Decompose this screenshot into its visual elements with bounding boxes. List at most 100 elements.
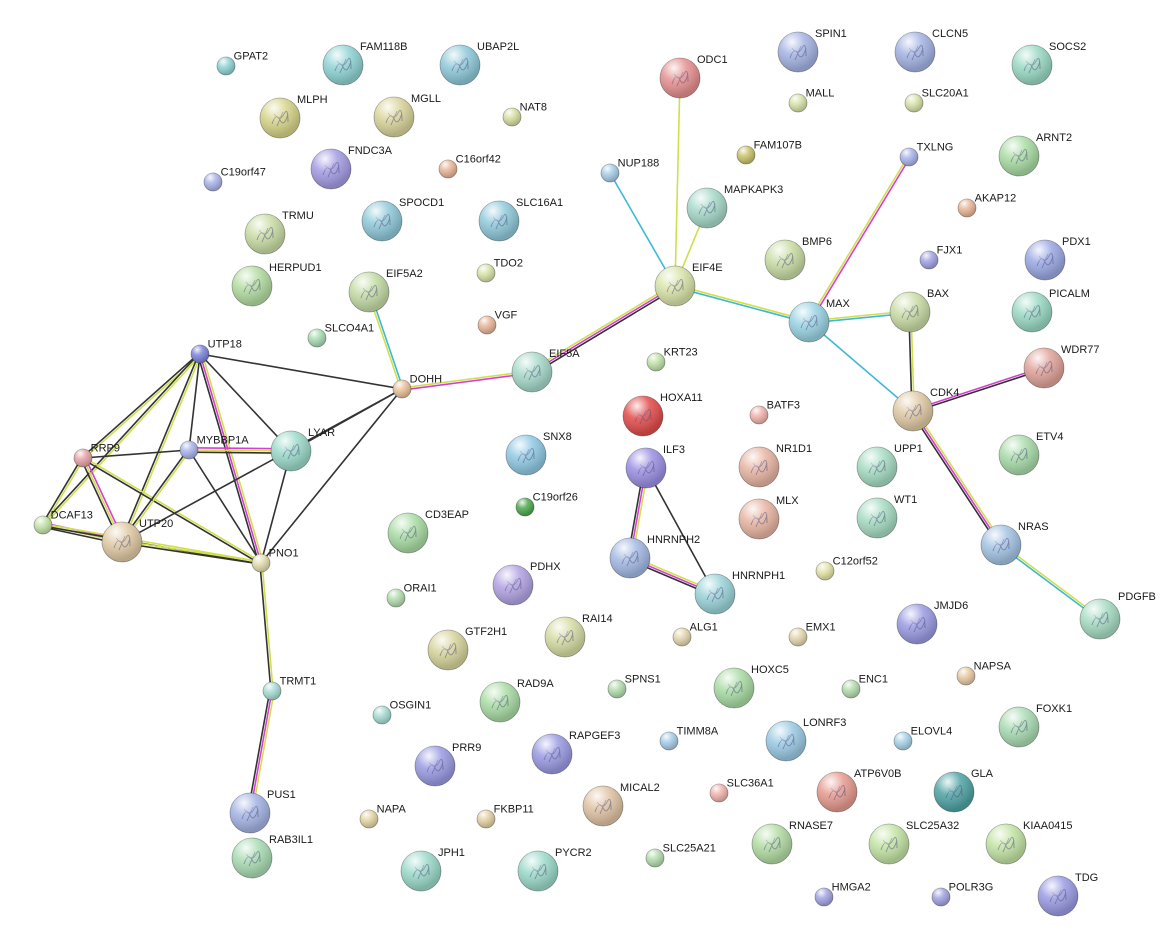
node-utp20[interactable]: UTP20	[101, 518, 173, 563]
node-fjx1[interactable]: FJX1	[919, 244, 962, 270]
node-foxk1[interactable]: FOXK1	[998, 703, 1072, 748]
node-napa[interactable]: NAPA	[359, 803, 406, 829]
node-prr9[interactable]: PRR9	[414, 742, 481, 787]
node-dohh[interactable]: DOHH	[392, 373, 442, 399]
node-cd3eap[interactable]: CD3EAP	[387, 509, 469, 554]
node-vgf[interactable]: VGF	[477, 309, 518, 335]
node-lyar[interactable]: LYAR	[270, 427, 335, 472]
node-rai14[interactable]: RAI14	[544, 613, 613, 658]
node-max[interactable]: MAX	[788, 298, 851, 343]
node-fndc3a[interactable]: FNDC3A	[310, 145, 393, 190]
node-batf3[interactable]: BATF3	[749, 399, 800, 425]
node-socs2[interactable]: SOCS2	[1011, 41, 1086, 86]
node-odc1[interactable]: ODC1	[659, 54, 728, 99]
node-gpat2[interactable]: GPAT2	[216, 50, 268, 76]
node-eif5a2[interactable]: EIF5A2	[348, 268, 423, 313]
node-emx1[interactable]: EMX1	[788, 621, 836, 647]
node-c12orf52[interactable]: C12orf52	[815, 555, 878, 581]
node-hnrnph2[interactable]: HNRNPH2	[609, 534, 700, 579]
node-slco4a1[interactable]: SLCO4A1	[307, 322, 374, 348]
node-rab3il1[interactable]: RAB3IL1	[231, 834, 313, 879]
node-timm8a[interactable]: TIMM8A	[659, 725, 719, 751]
node-txlng[interactable]: TXLNG	[899, 141, 953, 167]
node-bax[interactable]: BAX	[889, 288, 950, 333]
node-ubap2l[interactable]: UBAP2L	[439, 41, 519, 86]
node-rapgef3[interactable]: RAPGEF3	[531, 730, 620, 775]
node-hoxa11[interactable]: HOXA11	[622, 392, 703, 437]
node-jmjd6[interactable]: JMJD6	[896, 600, 968, 645]
node-pdx1[interactable]: PDX1	[1024, 236, 1091, 281]
node-kiaa0415[interactable]: KIAA0415	[985, 820, 1073, 865]
node-nup188[interactable]: NUP188	[600, 157, 659, 183]
node-ilf3[interactable]: ILF3	[625, 444, 685, 489]
node-nr1d1[interactable]: NR1D1	[738, 443, 812, 488]
node-herpud1[interactable]: HERPUD1	[231, 262, 322, 307]
node-tdg[interactable]: TDG	[1037, 872, 1098, 917]
node-picalm[interactable]: PICALM	[1011, 288, 1090, 333]
node-enc1[interactable]: ENC1	[841, 673, 888, 699]
node-slc36a1[interactable]: SLC36A1	[709, 777, 774, 803]
node-c19orf47[interactable]: C19orf47	[203, 166, 266, 192]
node-eif5a[interactable]: EIF5A	[511, 348, 580, 393]
node-nat8[interactable]: NAT8	[502, 101, 547, 127]
node-slc16a1[interactable]: SLC16A1	[478, 197, 563, 242]
node-upp1[interactable]: UPP1	[856, 443, 923, 488]
node-pus1[interactable]: PUS1	[229, 789, 296, 834]
node-wdr77[interactable]: WDR77	[1023, 344, 1100, 389]
node-hmga2[interactable]: HMGA2	[814, 881, 871, 907]
node-osgin1[interactable]: OSGIN1	[372, 699, 431, 725]
node-slc25a32[interactable]: SLC25A32	[868, 820, 959, 865]
node-orai1[interactable]: ORAI1	[386, 582, 437, 608]
node-alg1[interactable]: ALG1	[672, 621, 718, 647]
node-etv4[interactable]: ETV4	[998, 431, 1064, 476]
node-mical2[interactable]: MICAL2	[582, 782, 660, 827]
node-mapkapk3[interactable]: MAPKAPK3	[686, 184, 783, 229]
node-hoxc5[interactable]: HOXC5	[713, 664, 789, 709]
node-pdgfb[interactable]: PDGFB	[1079, 591, 1156, 640]
node-atp6v0b[interactable]: ATP6V0B	[816, 768, 902, 813]
node-jph1[interactable]: JPH1	[400, 847, 465, 892]
node-dcaf13[interactable]: DCAF13	[33, 509, 93, 535]
node-spns1[interactable]: SPNS1	[607, 673, 661, 699]
node-trmt1[interactable]: TRMT1	[262, 675, 316, 701]
node-bmp6[interactable]: BMP6	[764, 236, 832, 281]
node-snx8[interactable]: SNX8	[505, 431, 572, 476]
node-spocd1[interactable]: SPOCD1	[361, 197, 444, 242]
node-napsa[interactable]: NAPSA	[956, 660, 1012, 686]
node-clcn5[interactable]: CLCN5	[894, 28, 968, 73]
node-akap12[interactable]: AKAP12	[957, 192, 1016, 218]
node-hnrnph1[interactable]: HNRNPH1	[694, 570, 785, 615]
node-pno1[interactable]: PNO1	[251, 547, 299, 573]
node-arnt2[interactable]: ARNT2	[998, 132, 1072, 177]
node-wt1[interactable]: WT1	[856, 494, 917, 539]
node-eif4e[interactable]: EIF4E	[654, 262, 723, 307]
node-gtf2h1[interactable]: GTF2H1	[427, 626, 507, 671]
node-slc25a21[interactable]: SLC25A21	[645, 842, 716, 868]
node-mall[interactable]: MALL	[788, 87, 834, 113]
node-fkbp11[interactable]: FKBP11	[476, 803, 534, 829]
node-polr3g[interactable]: POLR3G	[931, 881, 993, 907]
node-fam107b[interactable]: FAM107B	[736, 139, 802, 165]
node-elovl4[interactable]: ELOVL4	[893, 725, 952, 751]
node-pdhx[interactable]: PDHX	[492, 561, 561, 606]
node-c16orf42[interactable]: C16orf42	[438, 153, 501, 179]
node-mlph[interactable]: MLPH	[259, 94, 328, 139]
node-pycr2[interactable]: PYCR2	[517, 847, 592, 892]
node-nras[interactable]: NRAS	[980, 521, 1049, 566]
node-rad9a[interactable]: RAD9A	[479, 678, 554, 723]
node-krt23[interactable]: KRT23	[646, 346, 698, 372]
node-mlx[interactable]: MLX	[738, 495, 799, 540]
node-slc20a1[interactable]: SLC20A1	[904, 87, 969, 113]
node-mybbp1a[interactable]: MYBBP1A	[179, 434, 249, 460]
node-rnase7[interactable]: RNASE7	[751, 820, 833, 865]
node-fam118b[interactable]: FAM118B	[322, 41, 408, 86]
node-utp18[interactable]: UTP18	[190, 338, 242, 364]
node-cdk4[interactable]: CDK4	[892, 387, 959, 432]
node-rrp9[interactable]: RRP9	[73, 442, 120, 468]
node-mgll[interactable]: MGLL	[373, 93, 441, 138]
node-tdo2[interactable]: TDO2	[476, 257, 523, 283]
node-lonrf3[interactable]: LONRF3	[765, 717, 846, 762]
node-spin1[interactable]: SPIN1	[777, 28, 847, 73]
node-c19orf26[interactable]: C19orf26	[515, 491, 578, 517]
node-gla[interactable]: GLA	[933, 768, 994, 813]
